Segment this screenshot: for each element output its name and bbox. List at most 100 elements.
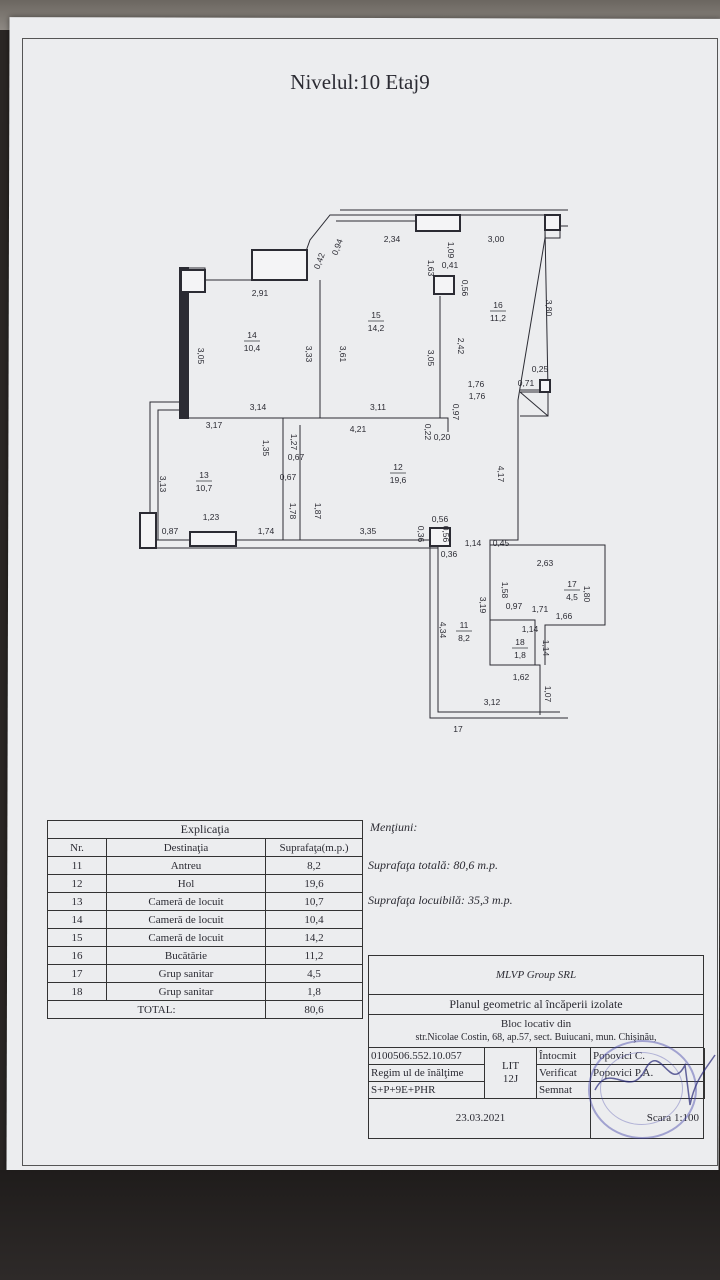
- lit-cell: LIT 12J: [485, 1048, 537, 1099]
- dimension-label: 0,36: [416, 526, 426, 543]
- cell: 14: [47, 910, 107, 929]
- cell: 11,2: [265, 946, 363, 965]
- dimension-label: 1,14: [541, 640, 551, 657]
- dimension-label: 2,91: [252, 288, 269, 298]
- dimension-label: 3,05: [426, 350, 436, 367]
- seal-stamp: [588, 1040, 697, 1139]
- room-number: 12: [393, 462, 403, 472]
- dimension-label: 1,74: [258, 526, 275, 536]
- building-text: Bloc locativ din: [500, 1018, 572, 1030]
- room-number: 15: [371, 310, 381, 320]
- dimension-label: 3,13: [158, 476, 168, 493]
- dimension-label: 0,42: [312, 251, 327, 270]
- dimension-label: 1,66: [556, 611, 573, 621]
- dimension-label: 1,71: [532, 604, 549, 614]
- dimension-label: 3,33: [304, 346, 314, 363]
- dimension-label: 3,19: [478, 597, 488, 614]
- room-area: 14,2: [368, 323, 385, 333]
- dimension-label: 0,56: [441, 526, 451, 543]
- dimension-label: 0,87: [162, 526, 179, 536]
- dimension-label: 1,80: [582, 586, 592, 603]
- dimension-label: 0,56: [460, 280, 470, 297]
- dimension-label: 3,00: [488, 234, 505, 244]
- room-area: 8,2: [458, 633, 470, 643]
- signature-scribble: [594, 1054, 716, 1106]
- dimension-label: 17: [453, 724, 463, 734]
- drawn-label: Întocmit: [537, 1048, 591, 1065]
- dimension-label: 1,09: [446, 242, 456, 259]
- cell: 16: [47, 946, 107, 965]
- dimension-label: 1,07: [543, 686, 553, 703]
- room-area: 1,8: [514, 650, 526, 660]
- dimension-label: 3,80: [544, 300, 554, 317]
- dimension-label: 0,41: [442, 260, 459, 270]
- room-number: 14: [247, 330, 257, 340]
- legend-table: Explicaţia Nr. Destinaţia Suprafaţa(m.p.…: [47, 820, 363, 1019]
- dimension-label: 0,56: [432, 514, 449, 524]
- cell: Cameră de locuit: [106, 892, 266, 911]
- dimension-label: 1,14: [465, 538, 482, 548]
- room-number: 18: [515, 637, 525, 647]
- cell: 1,8: [265, 982, 363, 1001]
- room-number: 16: [493, 300, 503, 310]
- lit-label: LIT: [501, 1060, 520, 1072]
- room-area: 19,6: [390, 475, 407, 485]
- background-bottom: [0, 1170, 720, 1280]
- living-area-note: Suprafaţa locuibilă: 35,3 m.p.: [368, 893, 513, 907]
- dimension-label: 0,22: [423, 424, 433, 441]
- cell: 10,7: [265, 892, 363, 911]
- cell: Hol: [106, 874, 266, 893]
- cell: Antreu: [106, 856, 266, 875]
- cell: 10,4: [265, 910, 363, 929]
- dimension-label: 3,11: [370, 402, 386, 412]
- room-number: 17: [567, 579, 577, 589]
- dimension-label: 4,21: [350, 424, 367, 434]
- cell: 11: [47, 856, 107, 875]
- cell: 19,6: [265, 874, 363, 893]
- notes-heading: Menţiuni:: [370, 820, 418, 834]
- dimension-label: 1,14: [522, 624, 539, 634]
- cell: Grup sanitar: [106, 982, 266, 1001]
- room-number: 11: [460, 620, 469, 630]
- dimension-label: 1,78: [288, 503, 298, 520]
- address-block: Bloc locativ din str.Nicolae Costin, 68,…: [369, 1014, 703, 1048]
- cell: 4,5: [265, 964, 363, 983]
- legend-header-destination: Destinaţia: [106, 838, 266, 857]
- dimension-label: 2,34: [384, 234, 401, 244]
- dimension-label: 3,05: [196, 348, 206, 365]
- dimension-label: 4,34: [438, 622, 448, 639]
- dimension-label: 0,97: [506, 601, 523, 611]
- dimension-label: 0,45: [493, 538, 510, 548]
- cell: 14,2: [265, 928, 363, 947]
- signed-label: Semnat: [537, 1082, 591, 1099]
- room-area: 4,5: [566, 592, 578, 602]
- dimension-label: 1,76: [468, 379, 485, 389]
- floor-plan: 1410,41514,21611,21310,71219,6174,5118,2…: [139, 209, 606, 734]
- address-text: str.Nicolae Costin, 68, ap.57, sect. Bui…: [415, 1032, 657, 1043]
- title-block: MLVP Group SRL Planul geometric al încăp…: [368, 955, 705, 1139]
- seal-stamp-inner: [600, 1052, 683, 1125]
- dimension-label: 0,67: [288, 452, 305, 462]
- dimension-label: 1,35: [261, 440, 271, 457]
- dimension-label: 3,35: [360, 526, 377, 536]
- company-name: MLVP Group SRL: [369, 956, 703, 995]
- cadastral-number: 0100506.552.10.057: [369, 1048, 485, 1065]
- document-title: Planul geometric al încăperii izolate: [369, 994, 703, 1015]
- dimension-label: 0,71: [518, 378, 535, 388]
- dimension-label: 0,97: [451, 404, 461, 421]
- total-value: 80,6: [265, 1000, 363, 1019]
- legend-header-area: Suprafaţa(m.p.): [265, 838, 363, 857]
- dimension-label: 3,17: [206, 420, 223, 430]
- cell: Grup sanitar: [106, 964, 266, 983]
- cell: Bucătărie: [106, 946, 266, 965]
- dimension-label: 1,76: [469, 391, 486, 401]
- cell: 8,2: [265, 856, 363, 875]
- total-label: TOTAL:: [47, 1000, 266, 1019]
